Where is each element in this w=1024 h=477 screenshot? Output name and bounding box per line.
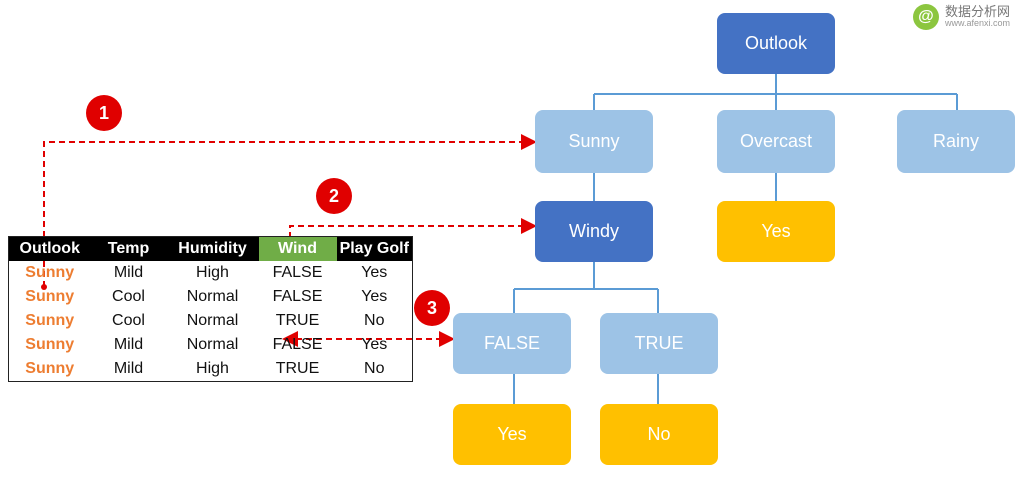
cell-temp: Cool: [112, 288, 145, 305]
golf-data-table: Outlook Temp Humidity Wind Play Golf Sun…: [8, 236, 413, 382]
cell-wind: FALSE: [272, 288, 323, 305]
arrow-1-origin-dot: [41, 284, 47, 290]
cell-wind: TRUE: [275, 312, 320, 329]
header-wind: Wind: [258, 236, 337, 261]
cell-wind: FALSE: [272, 336, 323, 353]
cell-wind: FALSE: [272, 264, 323, 281]
node-rainy: Rainy: [897, 110, 1015, 173]
header-play-golf: Play Golf: [336, 236, 413, 261]
dashed-arrow-1: [43, 134, 537, 287]
cell-play-golf: Yes: [361, 288, 388, 305]
cell-humidity: High: [196, 264, 229, 281]
step-badge-1: 1: [86, 95, 122, 131]
node-false-yes: Yes: [453, 404, 571, 465]
node-windy: Windy: [535, 201, 653, 262]
node-sunny: Sunny: [535, 110, 653, 173]
step-badge-2: 2: [316, 178, 352, 214]
node-false: FALSE: [453, 313, 571, 374]
logo-url: www.afenxi.com: [944, 18, 1010, 29]
node-overcast-yes: Yes: [717, 201, 835, 262]
header-outlook: Outlook: [8, 236, 91, 261]
node-true: TRUE: [600, 313, 718, 374]
watermark-logo: @ 数据分析网 www.afenxi.com: [912, 3, 1010, 30]
header-temp: Temp: [90, 236, 167, 261]
cell-play-golf: Yes: [361, 264, 388, 281]
node-true-no: No: [600, 404, 718, 465]
cell-outlook: Sunny: [25, 312, 75, 329]
step-badge-3: 3: [414, 290, 450, 326]
logo-icon: @: [912, 4, 939, 30]
cell-temp: Mild: [113, 336, 144, 353]
cell-temp: Mild: [113, 264, 144, 281]
header-humidity: Humidity: [166, 236, 259, 261]
cell-temp: Mild: [113, 360, 144, 377]
cell-humidity: High: [196, 360, 229, 377]
table-row: Sunny Cool Normal FALSE Yes: [9, 285, 413, 309]
dashed-arrow-2: [289, 218, 537, 238]
cell-outlook: Sunny: [25, 264, 75, 281]
cell-play-golf: No: [364, 312, 385, 329]
table-row: Sunny Mild High TRUE No: [9, 357, 413, 382]
cell-play-golf: Yes: [361, 336, 388, 353]
cell-humidity: Normal: [186, 288, 239, 305]
cell-outlook: Sunny: [25, 288, 75, 305]
cell-outlook: Sunny: [25, 360, 75, 377]
logo-name: 数据分析网: [944, 3, 1010, 19]
cell-temp: Cool: [112, 312, 145, 329]
table-header-row: Outlook Temp Humidity Wind Play Golf: [8, 236, 413, 261]
node-outlook: Outlook: [717, 13, 835, 74]
table-row: Sunny Mild Normal FALSE Yes: [9, 333, 413, 357]
logo-text: 数据分析网 www.afenxi.com: [944, 3, 1010, 29]
node-overcast: Overcast: [717, 110, 835, 173]
cell-play-golf: No: [364, 360, 385, 377]
cell-wind: TRUE: [275, 360, 320, 377]
cell-humidity: Normal: [186, 336, 239, 353]
table-row: Sunny Mild High FALSE Yes: [9, 261, 413, 285]
table-row: Sunny Cool Normal TRUE No: [9, 309, 413, 333]
cell-humidity: Normal: [186, 312, 239, 329]
cell-outlook: Sunny: [25, 336, 75, 353]
